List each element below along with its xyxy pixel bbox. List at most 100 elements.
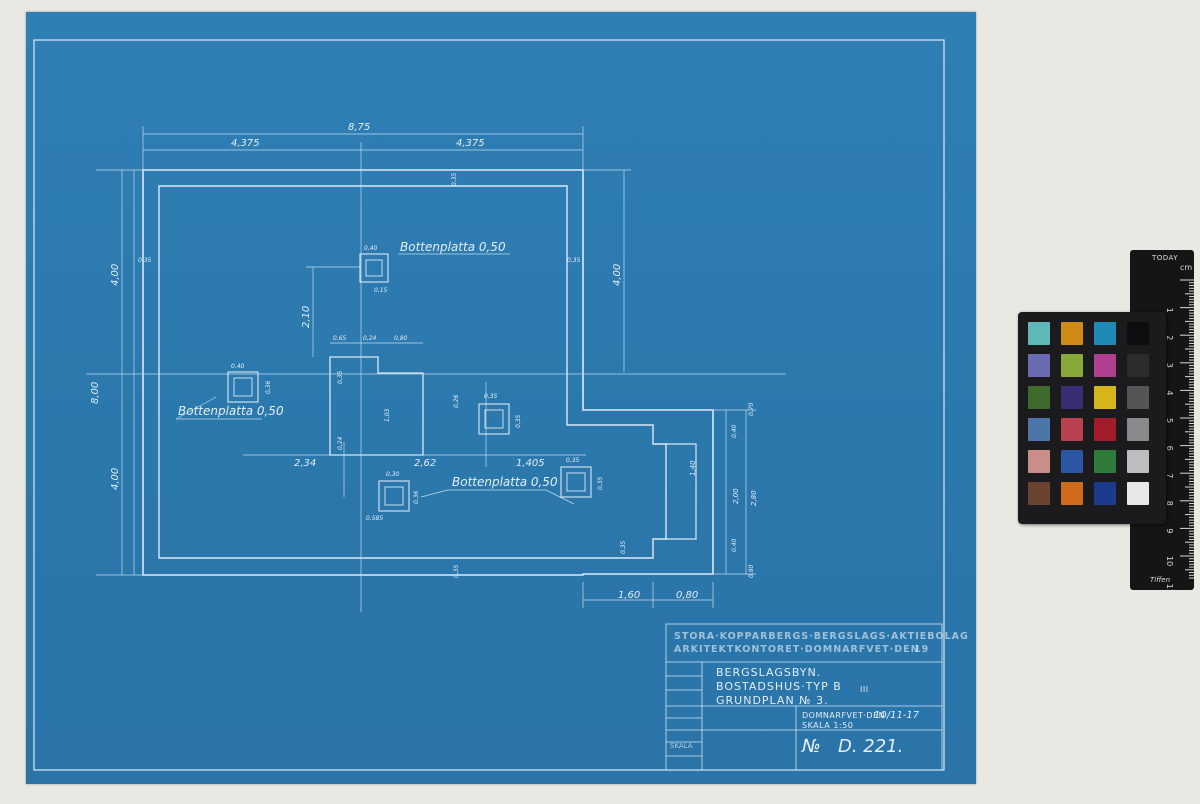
color-patch [1094, 354, 1116, 377]
dim-p3-size: 0,35 [484, 393, 498, 400]
ruler-brand-bottom: Tiffen [1150, 576, 1171, 584]
dim-ext-inner: 0,35 [620, 540, 627, 554]
color-patch [1127, 386, 1149, 409]
inner-wall [158, 185, 667, 559]
note-pad-right: Bottenplatta 0,50 [452, 475, 558, 489]
dim-ext-gap2: 0,40 [731, 538, 738, 552]
pad-top [359, 253, 389, 283]
pad-left [227, 371, 259, 403]
color-patch [1028, 354, 1050, 377]
title-place-date-label: DOMNARFVET·DEN [802, 711, 885, 720]
ruler-tick-label: 4 [1165, 390, 1174, 395]
dim-wall-bottom: 0,35 [453, 564, 460, 578]
ruler-tick-label: 5 [1165, 418, 1174, 423]
color-patch-card [1018, 312, 1166, 524]
dim-p4-size-b: 0,36 [413, 490, 420, 504]
blueprint-sheet: 8,75 4,375 4,375 8,00 4,00 4,00 4,00 0,3… [26, 12, 976, 784]
title-skala-label: SKALA [670, 742, 693, 750]
dim-ext-h2: 2,80 [750, 490, 758, 506]
dim-ext-gap: 0,40 [731, 424, 738, 438]
dim-upper: 4,00 [110, 264, 121, 286]
dim-wall-top: 0,35 [451, 172, 458, 186]
dim-lower: 4,00 [110, 468, 121, 490]
dim-row-a: 2,34 [294, 458, 316, 469]
color-patch [1028, 418, 1050, 441]
dim-p4-offset: 0,585 [366, 515, 383, 522]
dim-ext-top: 0,70 [748, 402, 755, 416]
title-line2-sub: III [860, 685, 869, 694]
title-company-year: 19 [914, 644, 929, 655]
dim-pad-h3: 0,24 [337, 436, 344, 450]
dim-pad-w1: 0,65 [333, 335, 347, 342]
ruler-tick-label: 10 [1165, 556, 1174, 566]
color-patch [1061, 418, 1083, 441]
title-line2: BOSTADSHUS·TYP B [716, 680, 842, 693]
color-patch [1094, 418, 1116, 441]
dim-p5-size-b: 0,35 [597, 476, 604, 490]
color-patch [1094, 386, 1116, 409]
color-patch [1028, 322, 1050, 345]
color-patch [1094, 482, 1116, 505]
dim-wall-left: 0,35 [138, 257, 152, 264]
ruler-tick-label: 6 [1165, 446, 1174, 451]
dim-ext-width-a: 1,60 [618, 590, 640, 601]
title-line3: GRUNDPLAN № 3. [716, 694, 829, 707]
pad-bottom [378, 480, 410, 512]
color-patch [1127, 418, 1149, 441]
color-patch [1094, 450, 1116, 473]
title-scale: SKALA 1:50 [802, 721, 853, 730]
note-pad-left: Bottenplatta 0,50 [178, 404, 284, 418]
color-patch [1127, 322, 1149, 345]
dim-overall-height: 8,00 [90, 382, 101, 404]
dim-ext-width-b: 0,80 [676, 590, 698, 601]
dim-overall-width: 8,75 [348, 122, 370, 133]
pad-mid [478, 403, 510, 435]
ruler-unit: cm [1180, 263, 1192, 272]
dim-p5-size: 0,35 [566, 457, 580, 464]
title-block [665, 623, 943, 771]
floor-plan-drawing: 8,75 4,375 4,375 8,00 4,00 4,00 4,00 0,3… [33, 39, 969, 771]
title-date: 10/11-17 [874, 710, 920, 721]
dim-row-b: 2,62 [414, 458, 436, 469]
dim-right-upper: 4,00 [612, 264, 623, 286]
dim-pad-h2: 1,03 [384, 408, 391, 422]
title-company-line1: STORA·KOPPARBERGS·BERGSLAGS·AKTIEBOLAG [674, 631, 969, 642]
color-patch [1028, 386, 1050, 409]
color-patch [1061, 386, 1083, 409]
dim-ext-bottom: 0,80 [748, 564, 755, 578]
dim-ext-h3: 1,40 [689, 460, 697, 476]
color-patch [1028, 482, 1050, 505]
note-pad-top: Bottenplatta 0,50 [400, 240, 506, 254]
dim-pad-w2: 0,24 [363, 335, 377, 342]
title-company-line2: ARKITEKTKONTORET·DOMNARFVET·DEN [674, 644, 920, 655]
color-patch [1127, 482, 1149, 505]
dim-pad-h1: 0,35 [337, 370, 344, 384]
ruler-tick-label: 1 [1165, 308, 1174, 313]
sheet-border [33, 39, 945, 771]
ruler-tick-label: 11 [1165, 584, 1174, 590]
color-patch [1061, 322, 1083, 345]
ruler-tick-label: 2 [1165, 335, 1174, 340]
color-patch-grid [1028, 322, 1149, 505]
ruler-tick-label: 8 [1165, 501, 1174, 506]
dim-half-right: 4,375 [456, 138, 485, 149]
dim-p2-size: 0,40 [231, 363, 245, 370]
dim-wall-right: 0,35 [567, 257, 581, 264]
color-patch [1061, 482, 1083, 505]
color-patch [1127, 450, 1149, 473]
title-number: D. 221. [838, 736, 903, 757]
pad-right [560, 466, 592, 498]
color-patch [1094, 322, 1116, 345]
color-patch [1127, 354, 1149, 377]
dim-p4-size: 0,30 [386, 471, 400, 478]
dim-half-left: 4,375 [231, 138, 260, 149]
title-number-label: № [801, 736, 821, 757]
ruler-tick-label: 9 [1165, 528, 1174, 533]
ruler-tick-label: 3 [1165, 363, 1174, 368]
ruler-brand-top: TODAY [1152, 254, 1179, 262]
dim-p1-size: 0,40 [364, 245, 378, 252]
color-patch [1061, 354, 1083, 377]
dim-interior-v-upper: 2,10 [301, 306, 312, 328]
dim-ext-h1: 2,00 [732, 488, 740, 504]
